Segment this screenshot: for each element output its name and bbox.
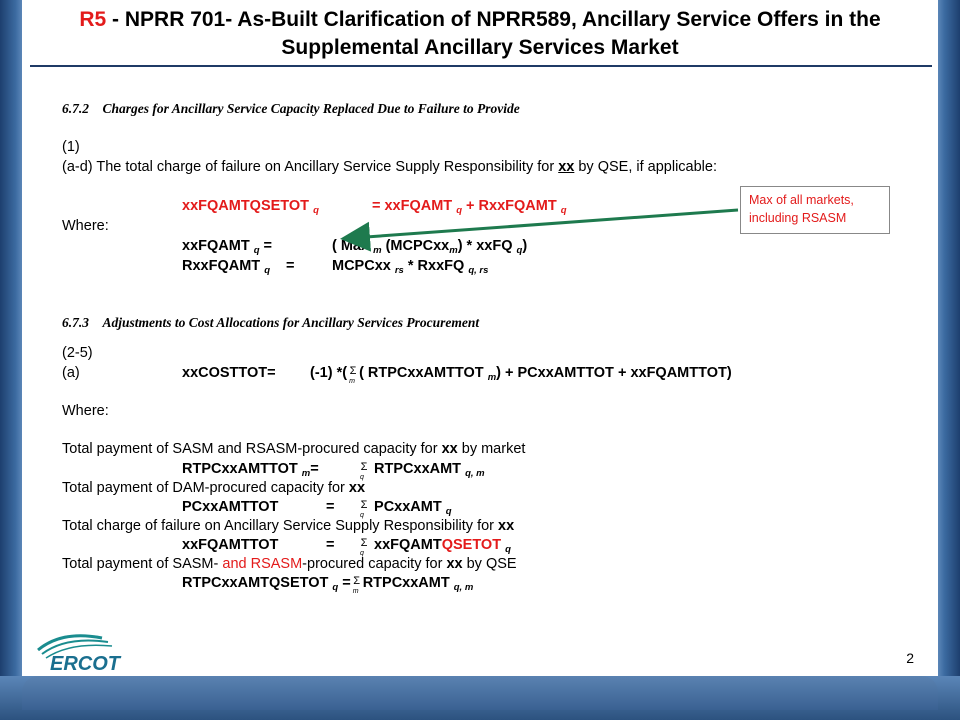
ercot-logo: ERCOT — [37, 634, 122, 674]
frame-right — [938, 0, 960, 720]
equation-rxxfqamt-rhs: MCPCxx rs * RxxFQ q, rs — [332, 258, 489, 276]
text-total-payment-sasm-qse: Total payment of SASM- and RSASM-procure… — [62, 556, 517, 572]
para-2-5: (2-5) — [62, 345, 93, 361]
title-divider — [30, 65, 932, 67]
para-a-d: (a-d) The total charge of failure on Anc… — [62, 159, 718, 175]
para-1: (1) — [62, 139, 80, 155]
logo-wordmark: ERCOT — [50, 653, 122, 674]
slide: R5 - NPRR 701- As-Built Clarification of… — [22, 0, 938, 676]
page-number: 2 — [906, 650, 914, 666]
title-prefix: R5 — [79, 8, 107, 31]
equation-xxfqamt-lhs: xxFQAMT q = — [182, 238, 273, 256]
section-heading-672: 6.7.2 Charges for Ancillary Service Capa… — [62, 101, 520, 116]
slide-title: R5 - NPRR 701- As-Built Clarification of… — [22, 6, 938, 62]
equation-rxxfqamt-lhs: RxxFQAMT q — [182, 258, 270, 276]
formula-xxfqamttot: xxFQAMTTOT — [182, 537, 279, 553]
text-total-payment-sasm: Total payment of SASM and RSASM-procured… — [62, 441, 526, 457]
equation-rxxfqamt-eq: = — [286, 258, 295, 274]
callout-arrow — [340, 208, 739, 252]
frame-left — [0, 0, 22, 720]
formula-xxfqamttot-eq: = — [326, 537, 335, 553]
equation-xxfqamtqsetot-rhs: = xxFQAMT q + RxxFQAMT q — [372, 198, 567, 216]
para-a-label: (a) — [62, 365, 80, 381]
title-text: - NPRR 701- As-Built Clarification of NP… — [106, 8, 881, 59]
callout-box: Max of all markets, including RSASM — [740, 186, 890, 234]
formula-pcxxamttot-eq: = — [326, 499, 335, 515]
section-heading-673: 6.7.3 Adjustments to Cost Allocations fo… — [62, 315, 480, 330]
footer-bar — [22, 676, 938, 710]
formula-pcxxamttot: PCxxAMTTOT — [182, 499, 279, 515]
text-total-charge-failure: Total charge of failure on Ancillary Ser… — [62, 518, 515, 534]
equation-xxcosttot-lhs: xxCOSTTOT= — [182, 365, 276, 381]
text-total-payment-dam: Total payment of DAM-procured capacity f… — [62, 480, 366, 496]
formula-rtpcxxamttot: RTPCxxAMTTOT m= — [182, 461, 319, 479]
where-label-2: Where: — [62, 403, 109, 419]
where-label-1: Where: — [62, 218, 109, 234]
equation-xxfqamtqsetot: xxFQAMTQSETOT q — [182, 198, 319, 216]
